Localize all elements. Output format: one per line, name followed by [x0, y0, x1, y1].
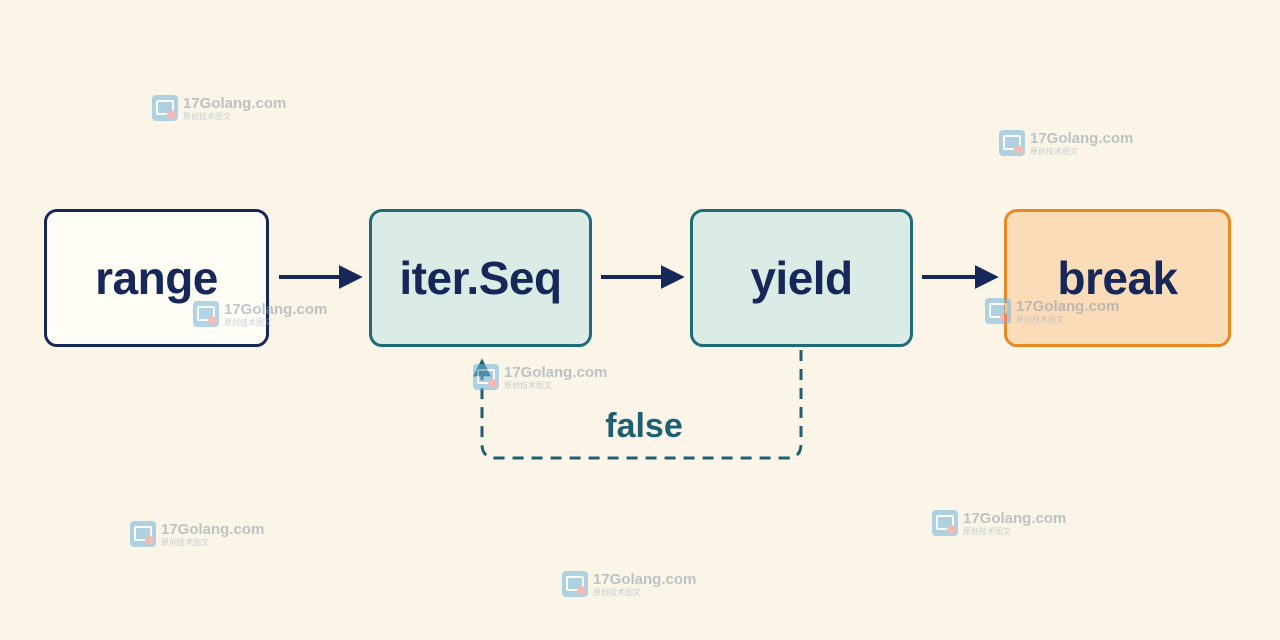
watermark-logo-icon [999, 130, 1025, 156]
watermark-logo-icon [985, 298, 1011, 324]
node-range-label: range [95, 252, 218, 304]
node-break: break [1004, 209, 1231, 347]
watermark-logo-icon [932, 510, 958, 536]
node-iter-seq-label: iter.Seq [399, 252, 562, 304]
watermark-text: 17Golang.com [504, 363, 608, 381]
watermark-logo-icon [130, 521, 156, 547]
node-yield-label: yield [750, 252, 853, 304]
watermark-subtext: 原创技术图文 [504, 380, 552, 390]
watermark-subtext: 原创技术图文 [161, 537, 209, 547]
watermark-subtext: 原创技术图文 [593, 587, 641, 597]
node-range: range [44, 209, 269, 347]
watermark-subtext: 原创技术图文 [963, 526, 1011, 536]
watermark-text: 17Golang.com [1016, 297, 1120, 315]
watermark-text: 17Golang.com [593, 570, 697, 588]
watermark-subtext: 原创技术图文 [183, 111, 231, 121]
watermark-text: 17Golang.com [161, 520, 265, 538]
watermark-text: 17Golang.com [183, 94, 287, 112]
watermark-subtext: 原创技术图文 [1030, 146, 1078, 156]
watermark-logo-icon [152, 95, 178, 121]
watermark-subtext: 原创技术图文 [224, 317, 272, 327]
watermark-logo-icon [193, 301, 219, 327]
watermark-logo-icon [473, 364, 499, 390]
watermark-text: 17Golang.com [963, 509, 1067, 527]
watermark-logo-icon [562, 571, 588, 597]
watermark-subtext: 原创技术图文 [1016, 314, 1064, 324]
node-iter-seq: iter.Seq [369, 209, 592, 347]
node-break-label: break [1057, 252, 1178, 304]
watermark-text: 17Golang.com [224, 300, 328, 318]
edge-label-false: false [605, 406, 683, 445]
node-yield: yield [690, 209, 913, 347]
watermark-text: 17Golang.com [1030, 129, 1134, 147]
